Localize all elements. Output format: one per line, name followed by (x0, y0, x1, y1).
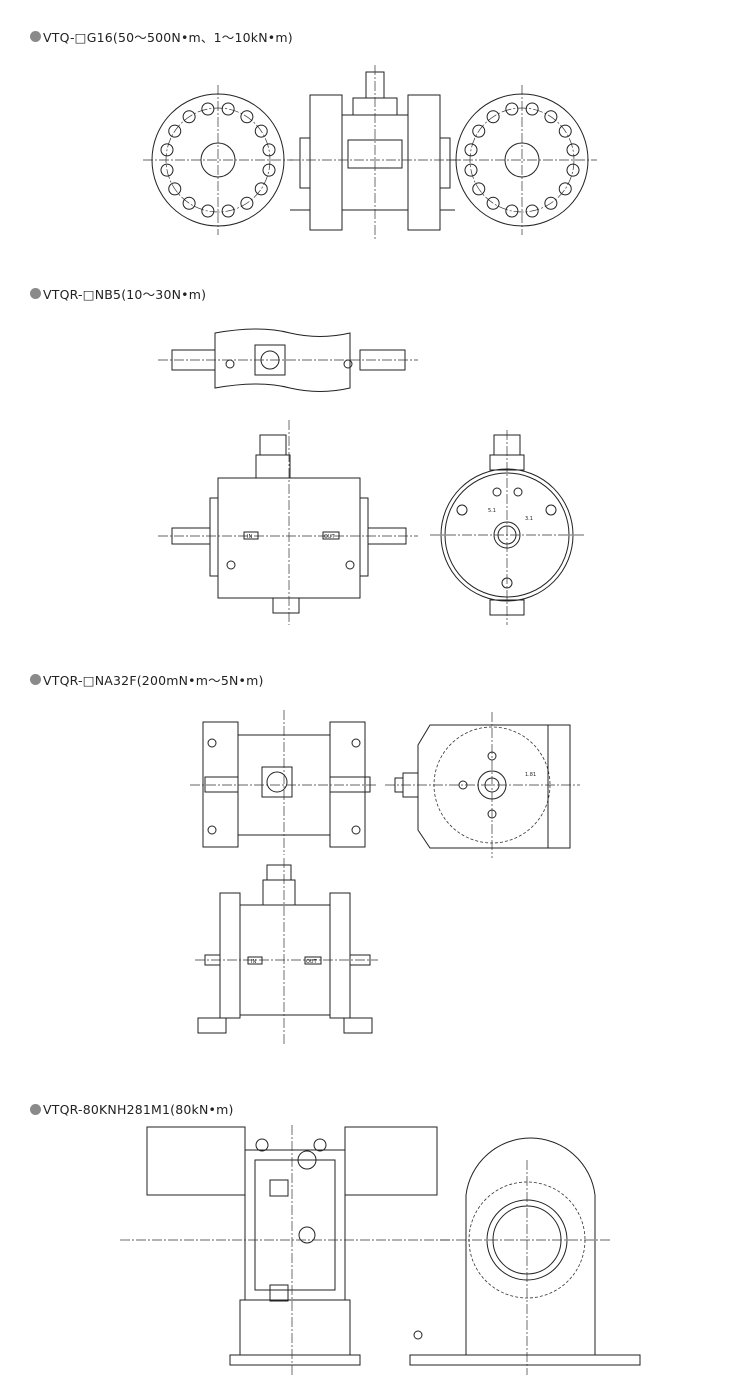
bullet-icon (30, 288, 41, 299)
nb5-front-view: IN OUT (158, 420, 418, 625)
flange-end-view-right (447, 85, 597, 235)
bolt-hole (486, 196, 500, 210)
heading-text: VTQR-□NB5(10〜30N•m) (43, 287, 207, 302)
80knh-front-view (120, 1125, 450, 1375)
bolt-hole (160, 163, 174, 177)
bullet-icon (30, 674, 41, 685)
bolt-hole (262, 143, 276, 157)
bolt-hole (160, 143, 174, 157)
na32f-end-view: 1.81 (385, 712, 580, 858)
out-label: OUT (324, 534, 336, 540)
bolt-hole (566, 163, 580, 177)
out-label: OUT (306, 959, 318, 965)
in-label: IN (251, 959, 256, 965)
section-heading-vtqr-nb5: VTQR-□NB5(10〜30N•m) (30, 284, 206, 303)
na32f-side-view: IN OUT (195, 858, 378, 1045)
nb5-end-view: 5.1 3.1 (430, 430, 585, 625)
section-heading-vtq-g16: VTQ-□G16(50〜500N•m、1〜10kN•m) (30, 27, 293, 46)
bolt-hole (168, 182, 182, 196)
bolt-hole (566, 143, 580, 157)
bolt-hole (544, 196, 558, 210)
bolt-hole (558, 124, 572, 138)
in-label: IN (247, 534, 252, 540)
dimension-label: 3.1 (525, 516, 533, 522)
section-heading-vtqr-na32f: VTQR-□NA32F(200mN•m〜5N•m) (30, 670, 264, 689)
g16-side-view (290, 65, 460, 240)
flange-end-view-left (143, 85, 293, 235)
bolt-hole (201, 204, 215, 218)
heading-text: VTQ-□G16(50〜500N•m、1〜10kN•m) (43, 30, 293, 45)
bullet-icon (30, 31, 41, 42)
bolt-hole (221, 204, 235, 218)
section-heading-vtqr-80knh: VTQR-80KNH281M1(80kN•m) (30, 1102, 234, 1117)
bolt-hole (240, 110, 254, 124)
dimension-label: 5.1 (488, 508, 496, 514)
bolt-hole (262, 163, 276, 177)
bolt-hole (254, 182, 268, 196)
bolt-hole (505, 204, 519, 218)
bolt-hole (525, 102, 539, 116)
bolt-hole (254, 124, 268, 138)
bolt-hole (464, 143, 478, 157)
bolt-hole (221, 102, 235, 116)
bolt-hole (182, 110, 196, 124)
nb5-top-view (158, 328, 418, 392)
bolt-hole (201, 102, 215, 116)
bolt-hole (486, 110, 500, 124)
bolt-hole (472, 124, 486, 138)
heading-text: VTQR-□NA32F(200mN•m〜5N•m) (43, 673, 264, 688)
bolt-hole (182, 196, 196, 210)
bolt-hole (558, 182, 572, 196)
bolt-hole (472, 182, 486, 196)
80knh-end-view (409, 1137, 641, 1375)
na32f-front-view (190, 710, 378, 855)
bolt-hole (464, 163, 478, 177)
bolt-hole (240, 196, 254, 210)
bolt-hole (505, 102, 519, 116)
bolt-hole (525, 204, 539, 218)
dimension-label: 1.81 (525, 772, 536, 778)
bullet-icon (30, 1104, 41, 1115)
bolt-hole (168, 124, 182, 138)
heading-text: VTQR-80KNH281M1(80kN•m) (43, 1102, 234, 1117)
bolt-hole (544, 110, 558, 124)
